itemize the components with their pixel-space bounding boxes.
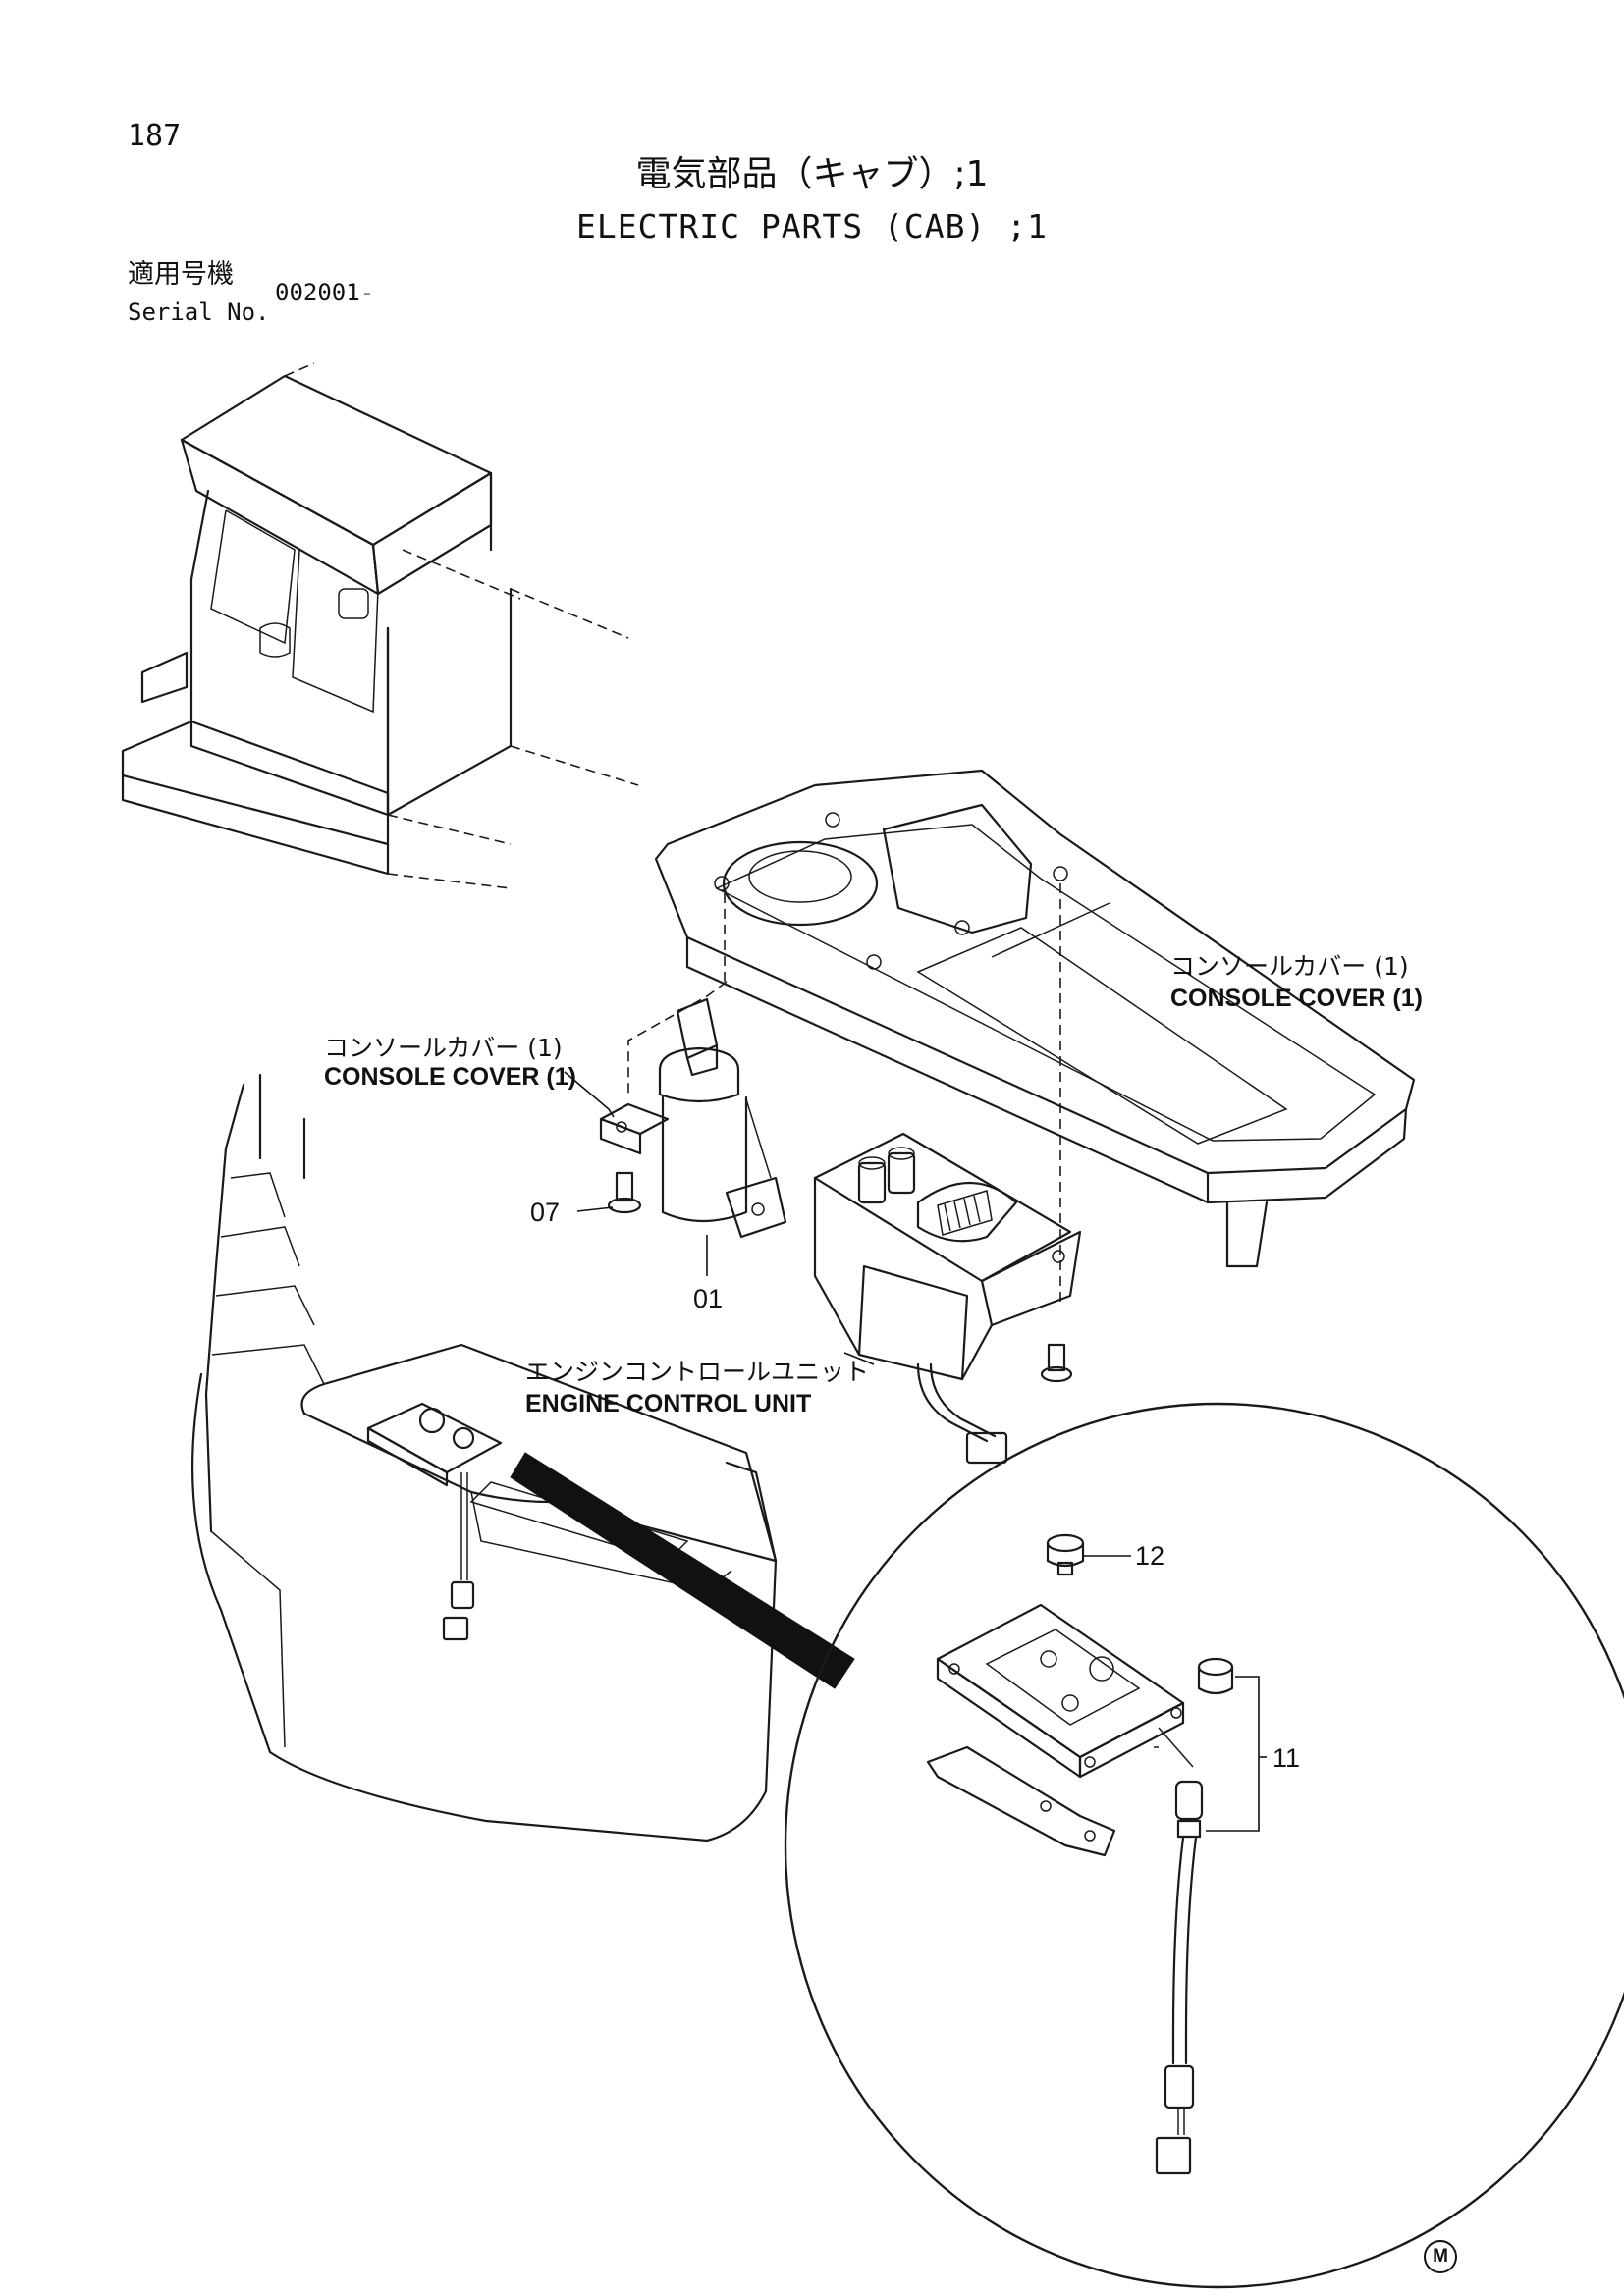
console-cover-drawing: [654, 769, 1416, 1306]
engine-control-unit-label-en: ENGINE CONTROL UNIT: [525, 1390, 812, 1417]
part-ref-07: 07: [530, 1198, 561, 1227]
page-title-japanese: 電気部品（キャブ）;1: [635, 154, 989, 194]
left-console-drawing: [190, 1073, 855, 1842]
serial-label-english: Serial No.: [128, 298, 270, 326]
leader-lines: [564, 1071, 1267, 1832]
serial-number-value: 002001-: [275, 279, 375, 306]
console-cover-left-label-en: CONSOLE COVER (1): [324, 1063, 576, 1091]
part-ref-12: 12: [1135, 1541, 1165, 1571]
engine-control-unit-drawing: [813, 1132, 1082, 1465]
page-number: 187: [128, 119, 182, 153]
console-cover-left-label-jp: コンソールカバー (1): [324, 1034, 563, 1062]
page-title-english: ELECTRIC PARTS (CAB) ;1: [576, 207, 1048, 245]
part-ref-11: 11: [1272, 1743, 1301, 1773]
engine-control-unit-label-jp: エンジンコントロールユニット: [525, 1358, 870, 1386]
console-cover-right-label-en: CONSOLE COVER (1): [1170, 985, 1423, 1012]
detail-circle: [784, 1402, 1624, 2289]
revision-mark: M: [1424, 2240, 1457, 2273]
serial-label-japanese: 適用号機: [128, 259, 234, 290]
key-switch-drawing: [599, 981, 787, 1239]
cab-overview: [121, 362, 639, 889]
console-cover-right-label-jp: コンソールカバー (1): [1170, 952, 1409, 981]
part-ref-01: 01: [693, 1284, 724, 1313]
